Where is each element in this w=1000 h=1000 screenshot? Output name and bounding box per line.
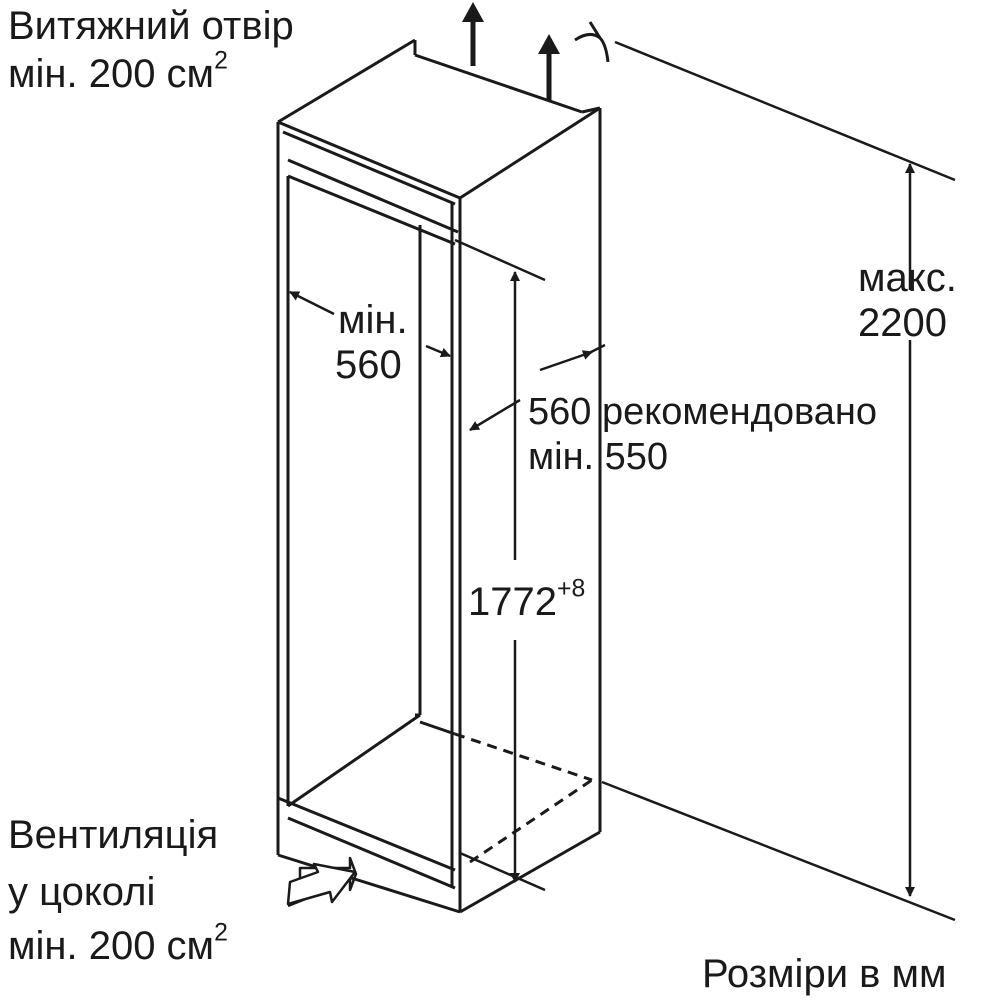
exhaust-value-text: мін. 200 см [8,52,215,96]
exhaust-title-text: Витяжний отвір [8,4,294,48]
ceiling-symbol-icon [574,21,610,63]
depth-min-label: мін. 550 [528,438,668,476]
height-label: 1772+8 [468,577,585,624]
depth-recommended-text: 560 рекомендовано [528,391,877,433]
depth-min-text: мін. 550 [528,436,669,478]
max-height-dimension [601,40,956,922]
width-dimension [289,290,451,358]
exhaust-opening-title: Витяжний отвір [8,6,294,46]
exhaust-unit-superscript: 2 [214,47,228,75]
max-height-label-line-2: 2200 [858,303,947,343]
max-height-label-line-1: макс. [858,258,957,298]
plinth-arrow-head [286,862,357,906]
max-label-text-2: 2200 [858,301,947,345]
depth-recommended-label: 560 рекомендовано [528,393,877,431]
plinth-ventilation-line-2: у цоколі [8,872,155,912]
hidden-edges [454,732,593,864]
plinth-ventilation-value: мін. 200 см2 [8,921,228,968]
width-label-line-1: мін. [338,300,408,340]
width-label-text-1: мін. [338,298,408,342]
height-tolerance-superscript: +8 [556,575,586,603]
units-note-text: Розміри в мм [702,952,947,996]
exhaust-opening-value: мін. 200 см2 [8,49,228,96]
max-label-text-1: макс. [858,256,957,300]
plinth-line-1-text: Вентиляція [8,813,219,857]
exhaust-airflow-arrows [470,14,552,100]
plinth-value-text: мін. 200 см [8,924,215,968]
width-label-line-2: 560 [335,345,402,385]
plinth-line-2-text: у цоколі [8,870,156,914]
plinth-unit-superscript: 2 [214,919,228,947]
plinth-ventilation-line-1: Вентиляція [8,815,218,855]
units-note: Розміри в мм [702,954,947,994]
height-dimension [454,238,546,892]
cabinet-outline [276,38,602,914]
depth-dimension [469,343,606,432]
exhaust-arrow-heads [462,2,560,54]
width-label-text-2: 560 [335,343,402,387]
height-value-text: 1772 [468,580,557,624]
